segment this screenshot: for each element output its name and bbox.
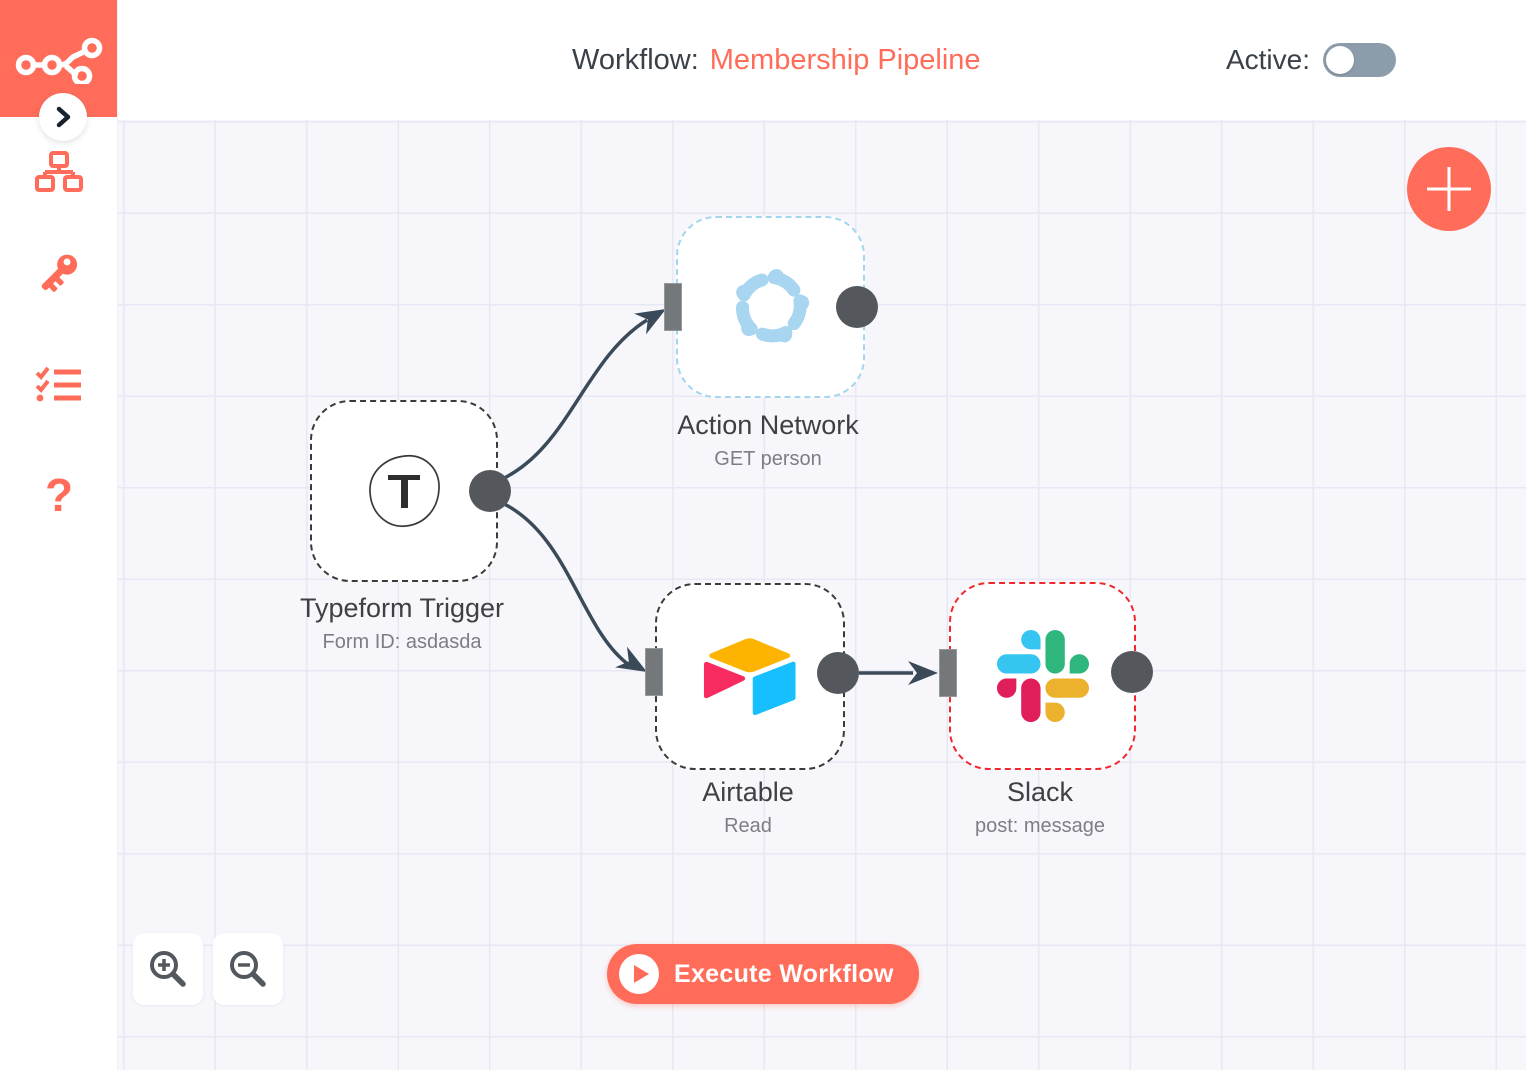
input-endpoint-airtable[interactable] bbox=[645, 648, 663, 696]
zoom-in-icon bbox=[150, 951, 186, 987]
output-endpoint-slack[interactable] bbox=[1111, 651, 1153, 693]
execute-workflow-button[interactable]: Execute Workflow bbox=[607, 944, 919, 1004]
sidebar: ? bbox=[0, 0, 117, 1070]
sidebar-item-workflows[interactable] bbox=[32, 145, 86, 199]
action-network-icon bbox=[735, 268, 809, 343]
execute-play-icon bbox=[619, 954, 659, 994]
node-subtitle: Form ID: asdasda bbox=[322, 631, 482, 653]
active-label: Active: bbox=[1225, 44, 1310, 75]
sidebar-item-executions[interactable] bbox=[32, 358, 86, 412]
node-label-action-network: Action Network GET person bbox=[603, 410, 933, 471]
header: Workflow: Membership Pipeline Active: bbox=[117, 0, 1526, 120]
active-toggle-group: Active: bbox=[1226, 0, 1396, 120]
node-airtable[interactable] bbox=[655, 583, 845, 770]
output-endpoint-action-network[interactable] bbox=[836, 286, 878, 328]
connection-typeform-to-airtable bbox=[497, 499, 647, 672]
input-endpoint-slack[interactable] bbox=[939, 649, 957, 697]
executions-checklist-icon bbox=[35, 366, 81, 402]
add-node-button[interactable] bbox=[1407, 147, 1491, 231]
output-endpoint-typeform[interactable] bbox=[469, 470, 511, 512]
node-subtitle: Read bbox=[724, 815, 772, 837]
typeform-icon bbox=[369, 455, 440, 527]
node-subtitle: post: message bbox=[974, 815, 1106, 837]
workflow-name[interactable]: Membership Pipeline bbox=[709, 43, 981, 76]
output-endpoint-airtable[interactable] bbox=[817, 652, 859, 694]
toggle-knob bbox=[1326, 46, 1354, 74]
chevron-right-icon bbox=[56, 106, 71, 128]
slack-icon bbox=[996, 630, 1089, 722]
node-label-typeform: Typeform Trigger Form ID: asdasda bbox=[237, 593, 567, 654]
execute-workflow-label: Execute Workflow bbox=[674, 959, 894, 988]
n8n-logo[interactable] bbox=[0, 0, 117, 117]
connection-airtable-to-slack bbox=[859, 661, 938, 685]
plus-icon bbox=[1427, 167, 1471, 211]
help-question-icon: ? bbox=[44, 469, 74, 521]
zoom-out-button[interactable] bbox=[213, 933, 283, 1005]
node-slack[interactable] bbox=[949, 582, 1136, 770]
workflows-sitemap-icon bbox=[35, 151, 83, 192]
node-title: Typeform Trigger bbox=[299, 593, 505, 623]
node-label-airtable: Airtable Read bbox=[583, 777, 913, 838]
workflow-title-prefix: Workflow: bbox=[572, 43, 699, 76]
active-toggle[interactable] bbox=[1323, 43, 1396, 77]
zoom-out-icon bbox=[230, 951, 266, 987]
node-title: Action Network bbox=[677, 410, 859, 440]
workflow-title: Workflow: Membership Pipeline bbox=[572, 0, 981, 120]
node-subtitle: GET person bbox=[714, 448, 822, 470]
airtable-icon bbox=[703, 637, 796, 715]
node-typeform-trigger[interactable] bbox=[310, 400, 498, 582]
node-title: Airtable bbox=[702, 777, 794, 807]
sidebar-item-credentials[interactable] bbox=[32, 245, 86, 299]
input-endpoint-action-network[interactable] bbox=[664, 283, 682, 331]
sidebar-item-help[interactable]: ? bbox=[32, 468, 86, 522]
zoom-in-button[interactable] bbox=[133, 933, 203, 1005]
workflow-canvas[interactable]: Typeform Trigger Form ID: asdasda Action… bbox=[117, 120, 1526, 1070]
node-label-slack: Slack post: message bbox=[875, 777, 1205, 838]
n8n-logo-icon bbox=[15, 37, 102, 84]
collapse-sidebar-button[interactable] bbox=[39, 93, 87, 141]
node-action-network[interactable] bbox=[676, 216, 865, 398]
node-title: Slack bbox=[1006, 777, 1074, 807]
credentials-key-icon bbox=[41, 254, 78, 292]
